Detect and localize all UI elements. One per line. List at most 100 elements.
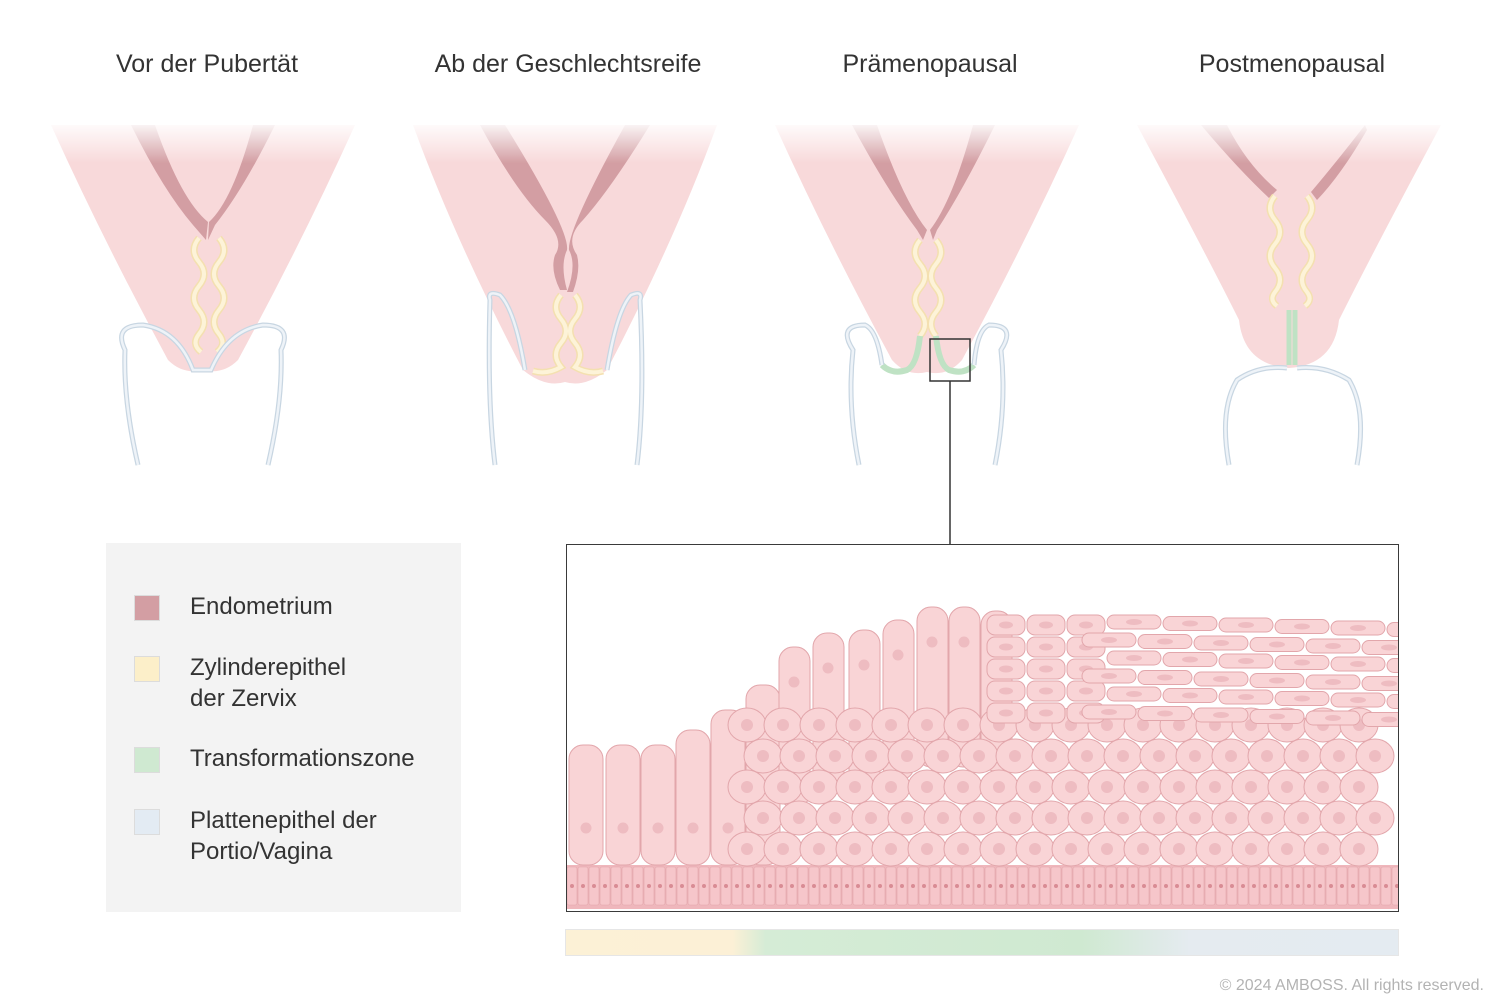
cell-nucleus [1009, 750, 1021, 762]
cell-nucleus [777, 781, 789, 793]
cell-nucleus [1137, 719, 1149, 731]
cell-nucleus [1029, 843, 1041, 855]
legend-item-endometrium: Endometrium [134, 591, 333, 622]
basal-nucleus [889, 884, 893, 888]
cell-nucleus [1039, 643, 1053, 651]
cell-nucleus [865, 812, 877, 824]
cell-nucleus [1039, 621, 1053, 629]
basal-nucleus [713, 884, 717, 888]
cell-nucleus [1225, 750, 1237, 762]
basal-nucleus [1021, 884, 1025, 888]
cell-nucleus [1173, 843, 1185, 855]
cell-nucleus [999, 643, 1013, 651]
cell-nucleus [885, 843, 897, 855]
cell-nucleus [1381, 644, 1397, 651]
squamous-cell [1361, 640, 1398, 655]
basal-nucleus [1153, 884, 1157, 888]
cell-nucleus [958, 636, 970, 648]
cell-nucleus [1238, 658, 1254, 664]
cell-nucleus [1325, 643, 1341, 649]
cell-nucleus [892, 649, 904, 661]
legend-item-columnar-epithelium: Zylinderepithel der Zervix [134, 652, 346, 714]
cell-nucleus [1325, 679, 1341, 685]
cell-nucleus [788, 676, 800, 688]
cell-nucleus [1333, 750, 1345, 762]
basal-nucleus [856, 884, 860, 888]
cell-nucleus [1101, 781, 1113, 793]
basal-nucleus [1219, 884, 1223, 888]
legend-label: Plattenepithel der Portio/Vagina [190, 807, 377, 865]
cervix-illustration-prepubertal [43, 120, 363, 480]
cell-nucleus [741, 719, 753, 731]
cell-nucleus [1381, 680, 1397, 687]
cell-nucleus [1182, 656, 1198, 663]
basal-nucleus [977, 884, 981, 888]
cell-nucleus [1079, 621, 1093, 629]
cell-nucleus [793, 750, 805, 762]
histology-zoom-box [566, 544, 1399, 912]
cell-nucleus [829, 812, 841, 824]
basal-nucleus [702, 884, 706, 888]
cell-nucleus [757, 812, 769, 824]
stage-title-prepubertal: Vor der Pubertät [115, 50, 299, 78]
cell-nucleus [1245, 843, 1257, 855]
basal-nucleus [1252, 884, 1256, 888]
basal-nucleus [1186, 884, 1190, 888]
cell-nucleus [617, 822, 629, 834]
basal-nucleus [768, 884, 772, 888]
basal-nucleus [691, 884, 695, 888]
cell-nucleus [921, 843, 933, 855]
cell-nucleus [999, 687, 1013, 695]
basal-nucleus [1065, 884, 1069, 888]
cell-nucleus [1353, 781, 1365, 793]
cell-nucleus [1189, 812, 1201, 824]
cell-nucleus [865, 750, 877, 762]
basal-nucleus [1362, 884, 1366, 888]
cell-nucleus [957, 843, 969, 855]
cell-nucleus [580, 822, 592, 834]
cell-nucleus [1213, 676, 1229, 682]
cell-nucleus [1333, 812, 1345, 824]
columnar-cell [568, 744, 604, 866]
cell-nucleus [885, 781, 897, 793]
cell-nucleus [1029, 781, 1041, 793]
cell-nucleus [1117, 750, 1129, 762]
cell-nucleus [921, 781, 933, 793]
cell-nucleus [1225, 812, 1237, 824]
cell-nucleus [1350, 625, 1366, 631]
cell-nucleus [1209, 781, 1221, 793]
cell-nucleus [741, 781, 753, 793]
cell-nucleus [777, 719, 789, 731]
cell-nucleus [993, 781, 1005, 793]
cell-nucleus [1157, 638, 1173, 645]
legend: Endometrium Zylinderepithel der Zervix T… [106, 543, 461, 912]
basal-nucleus [1098, 884, 1102, 888]
cell-nucleus [1261, 812, 1273, 824]
cell-nucleus [1101, 709, 1117, 715]
cell-nucleus [1045, 750, 1057, 762]
cervix-illustration-postmenopausal [1129, 120, 1449, 480]
legend-swatch [134, 809, 160, 835]
basal-nucleus [658, 884, 662, 888]
basal-nucleus [812, 884, 816, 888]
cell-nucleus [926, 636, 938, 648]
basal-nucleus [1208, 884, 1212, 888]
basal-nucleus [1274, 884, 1278, 888]
cell-nucleus [937, 750, 949, 762]
cell-nucleus [1157, 710, 1173, 717]
basal-nucleus [1164, 884, 1168, 888]
cell-nucleus [1269, 677, 1285, 684]
cell-nucleus [1269, 641, 1285, 648]
cell-nucleus [1126, 619, 1142, 625]
basal-nucleus [779, 884, 783, 888]
basal-nucleus [955, 884, 959, 888]
cell-nucleus [1101, 637, 1117, 643]
stage-title-reproductive: Ab der Geschlechtsreife [434, 50, 702, 78]
legend-item-squamous-epithelium: Plattenepithel der Portio/Vagina [134, 805, 377, 867]
basal-nucleus [1318, 884, 1322, 888]
basal-nucleus [680, 884, 684, 888]
basal-nucleus [988, 884, 992, 888]
epithelium-histology [567, 606, 1398, 909]
basal-nucleus [834, 884, 838, 888]
cell-nucleus [1281, 843, 1293, 855]
